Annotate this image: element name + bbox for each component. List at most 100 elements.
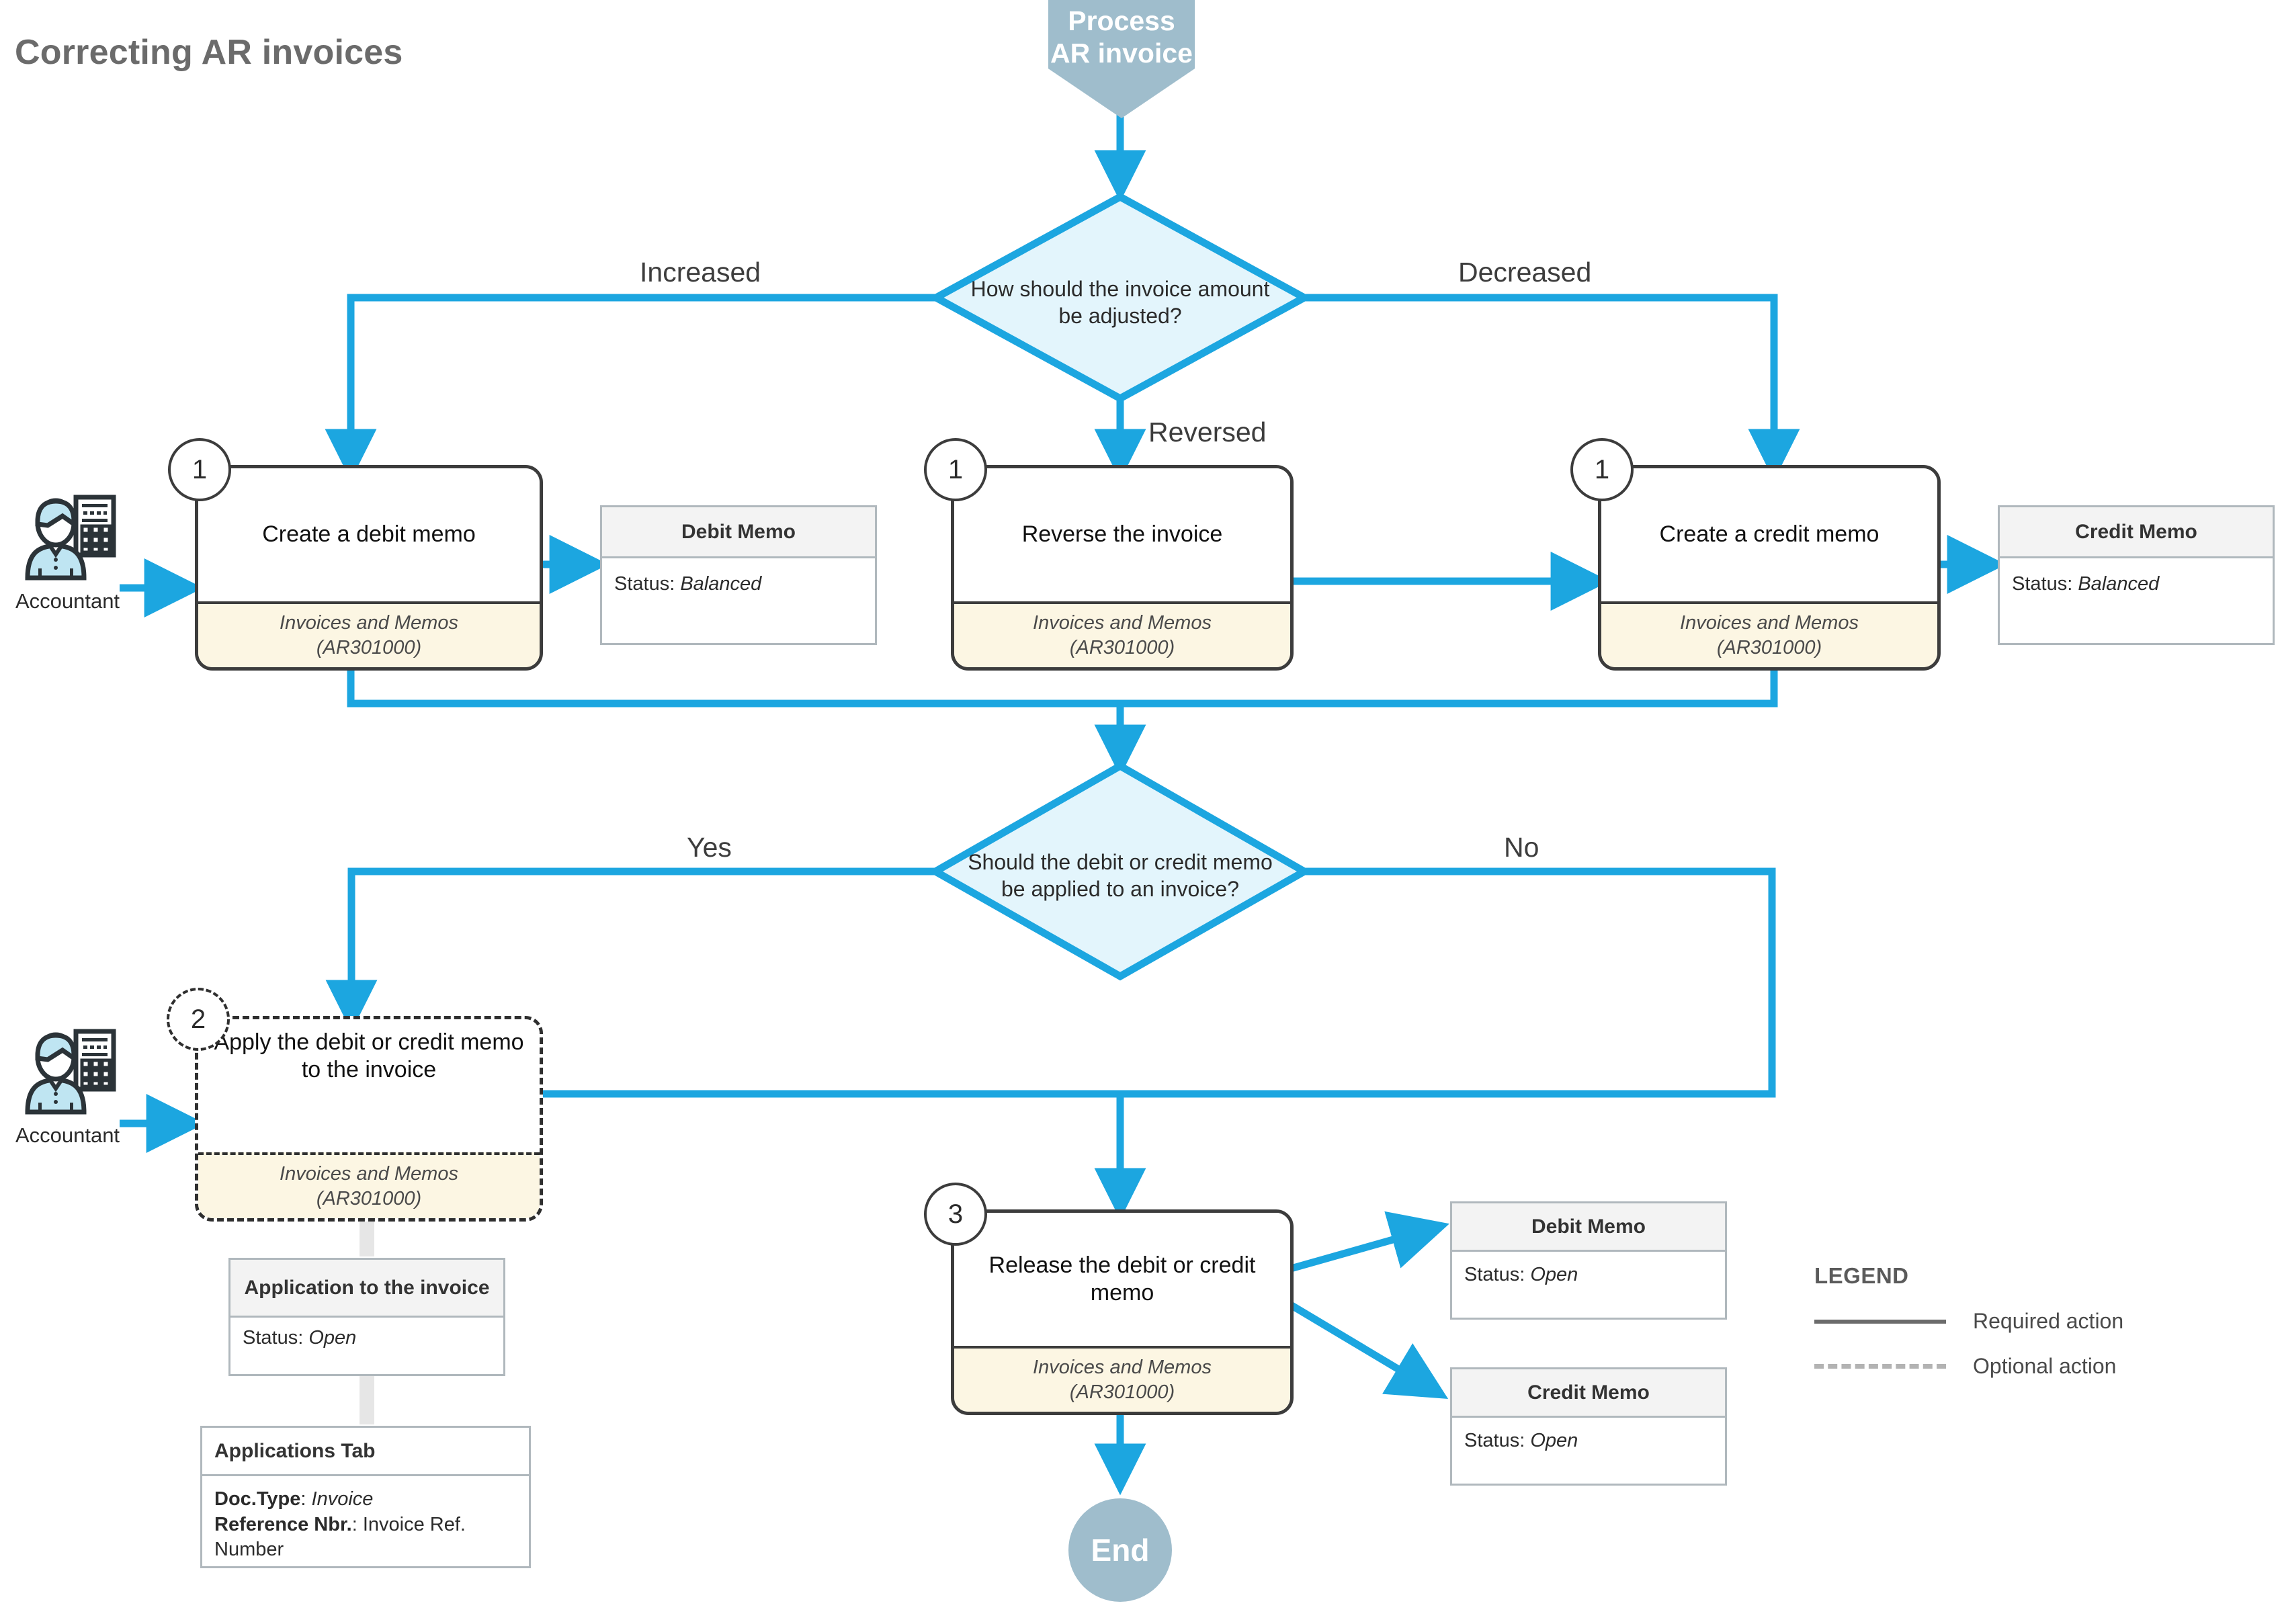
status-label-2: Status:: [2012, 573, 2073, 595]
actor-accountant-2-label: Accountant: [15, 1123, 120, 1147]
doc-type-sep: :: [300, 1488, 312, 1510]
step-badge-1a: 1: [168, 438, 231, 501]
card-debit-memo-balanced-body: Status: Balanced: [602, 558, 875, 597]
process-create-debit-memo-screen: Invoices and Memos(AR301000): [198, 601, 540, 667]
process-release-memo-label: Release the debit or credit memo: [988, 1252, 1256, 1306]
reference-nbr-sep: :: [351, 1513, 363, 1535]
screen-id-2: (AR301000): [1069, 637, 1175, 658]
legend-swatch-dashed: [1814, 1364, 1946, 1369]
card-applications-tab-row-2: Reference Nbr.: Invoice Ref. Number: [214, 1512, 517, 1563]
process-apply-memo-label: Apply the debit or credit memo to the in…: [214, 1029, 524, 1083]
process-create-debit-memo-body: Create a debit memo: [198, 468, 540, 601]
card-application-to-invoice: Application to the invoice Status: Open: [228, 1258, 505, 1376]
decision-apply-line2: be applied to an invoice?: [1001, 877, 1240, 902]
step-badge-1b-text: 1: [947, 454, 964, 484]
screen-id-1: (AR301000): [316, 637, 422, 658]
card-credit-memo-balanced: Credit Memo Status: Balanced: [1998, 505, 2275, 645]
card-applications-tab-row-1: Doc.Type: Invoice: [214, 1487, 517, 1512]
decision-apply-line1: Should the debit or credit memo: [968, 850, 1273, 874]
process-reverse-invoice-body: Reverse the invoice: [954, 468, 1290, 601]
process-apply-memo-screen: Invoices and Memos (AR301000): [198, 1152, 540, 1218]
actor-accountant-2: Accountant: [12, 1025, 123, 1148]
status-value-4: Open: [1530, 1264, 1578, 1285]
edge-label-decreased: Decreased: [1458, 257, 1592, 288]
card-debit-memo-balanced-title: Debit Memo: [602, 507, 875, 558]
card-applications-tab-body: Doc.Type: Invoice Reference Nbr.: Invoic…: [202, 1476, 529, 1563]
edge-label-reversed: Reversed: [1148, 417, 1267, 447]
screen-id-4: (AR301000): [316, 1188, 422, 1209]
doc-type-label: Doc.Type: [214, 1488, 301, 1510]
card-credit-memo-open-title: Credit Memo: [1452, 1369, 1725, 1418]
decision-apply-shape: [927, 761, 1312, 981]
decision-adjust-text: How should the invoice amount be adjuste…: [935, 275, 1305, 330]
doc-type-value: Invoice: [311, 1488, 374, 1510]
accountant-icon: [24, 1029, 116, 1115]
step-badge-1a-text: 1: [192, 454, 208, 484]
process-create-credit-memo[interactable]: Create a credit memo Invoices and Memos (…: [1598, 465, 1941, 671]
decision-apply-text: Should the debit or credit memo be appli…: [935, 849, 1305, 903]
screen-id-3: (AR301000): [1716, 637, 1822, 658]
status-value-5: Open: [1530, 1430, 1578, 1451]
edge-label-no: No: [1504, 832, 1539, 863]
process-apply-memo[interactable]: Apply the debit or credit memo to the in…: [195, 1016, 543, 1222]
screen-name-3: Invoices and Memos: [1680, 612, 1859, 634]
card-applications-tab: Applications Tab Doc.Type: Invoice Refer…: [200, 1426, 531, 1568]
process-create-debit-memo-label: Create a debit memo: [262, 521, 476, 548]
card-credit-memo-balanced-body: Status: Balanced: [2000, 558, 2273, 597]
accountant-icon: [24, 495, 116, 581]
step-badge-3-text: 3: [947, 1199, 964, 1229]
start-label: Process AR invoice: [1050, 5, 1193, 69]
status-label-1: Status:: [614, 573, 675, 595]
step-badge-1c-text: 1: [1594, 454, 1610, 484]
step-badge-1b: 1: [924, 438, 987, 501]
process-create-debit-memo[interactable]: Create a debit memo Invoices and Memos(A…: [195, 465, 543, 671]
legend-item-optional: Optional action: [1814, 1354, 2123, 1379]
status-label-3: Status:: [243, 1327, 304, 1349]
card-credit-memo-open: Credit Memo Status: Open: [1450, 1367, 1727, 1486]
screen-id-5: (AR301000): [1069, 1381, 1175, 1403]
status-label-5: Status:: [1464, 1430, 1525, 1451]
decision-adjust-line1: How should the invoice amount: [970, 277, 1270, 301]
status-label-4: Status:: [1464, 1264, 1525, 1285]
process-reverse-invoice[interactable]: Reverse the invoice Invoices and Memos (A…: [951, 465, 1294, 671]
process-release-memo-body: Release the debit or credit memo: [954, 1213, 1290, 1346]
reference-nbr-value: Invoice Ref. Number: [214, 1513, 466, 1561]
card-credit-memo-open-body: Status: Open: [1452, 1418, 1725, 1454]
status-value-3: Open: [308, 1327, 357, 1349]
process-reverse-invoice-screen: Invoices and Memos (AR301000): [954, 601, 1290, 667]
legend-label-required: Required action: [1973, 1309, 2124, 1333]
end-label: End: [1091, 1533, 1150, 1568]
end-terminator: End: [1068, 1498, 1172, 1602]
page-title: Correcting AR invoices: [15, 33, 403, 72]
legend-title: LEGEND: [1814, 1263, 1909, 1288]
legend-item-required: Required action: [1814, 1309, 2123, 1334]
process-apply-memo-body: Apply the debit or credit memo to the in…: [198, 1019, 540, 1152]
process-reverse-invoice-label: Reverse the invoice: [1021, 521, 1223, 548]
actor-accountant-1-label: Accountant: [15, 589, 120, 613]
step-badge-1c: 1: [1570, 438, 1634, 501]
screen-name-4: Invoices and Memos: [280, 1163, 458, 1185]
actor-accountant-1: Accountant: [12, 490, 123, 613]
step-badge-2: 2: [167, 988, 230, 1051]
edge-label-increased: Increased: [640, 257, 761, 288]
card-debit-memo-open: Debit Memo Status: Open: [1450, 1201, 1727, 1320]
screen-name-2: Invoices and Memos: [1033, 612, 1212, 634]
decision-adjust-shape: [928, 192, 1312, 403]
screen-name-5: Invoices and Memos: [1033, 1357, 1212, 1379]
card-debit-memo-open-body: Status: Open: [1452, 1252, 1725, 1288]
card-applications-tab-title: Applications Tab: [202, 1428, 529, 1476]
process-create-credit-memo-body: Create a credit memo: [1601, 468, 1937, 601]
decision-adjust-line2: be adjusted?: [1058, 304, 1182, 329]
card-application-to-invoice-body: Status: Open: [230, 1318, 503, 1351]
process-release-memo[interactable]: Release the debit or credit memo Invoice…: [951, 1209, 1294, 1415]
step-badge-3: 3: [924, 1183, 987, 1246]
reference-nbr-label: Reference Nbr.: [214, 1513, 352, 1535]
card-application-to-invoice-title: Application to the invoice: [230, 1260, 503, 1318]
legend: LEGEND Required action Optional action: [1814, 1263, 2123, 1379]
process-release-memo-screen: Invoices and Memos(AR301000): [954, 1346, 1290, 1412]
card-debit-memo-open-title: Debit Memo: [1452, 1203, 1725, 1252]
step-badge-2-text: 2: [190, 1004, 206, 1034]
legend-swatch-solid: [1814, 1319, 1946, 1324]
